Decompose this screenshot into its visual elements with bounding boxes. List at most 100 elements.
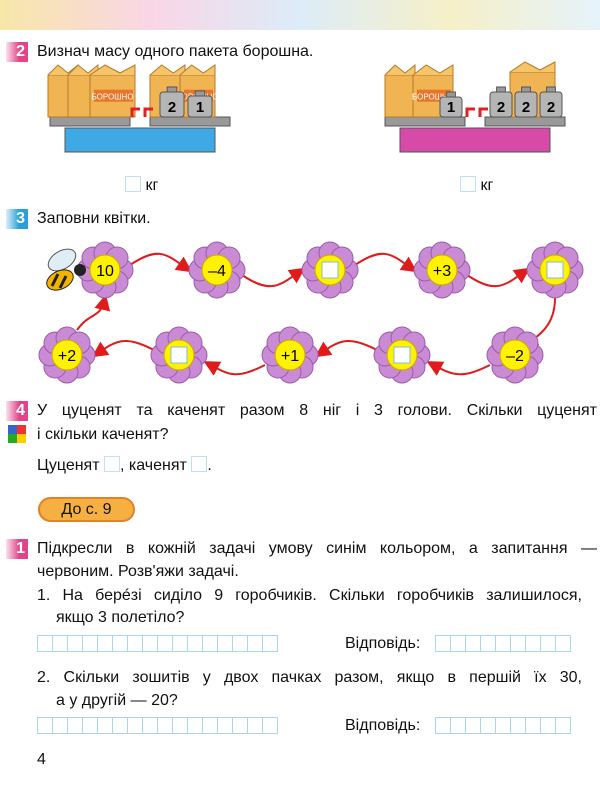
task-number-badge: 3 xyxy=(6,209,28,229)
grid-cell[interactable] xyxy=(157,717,173,734)
arrow xyxy=(314,339,378,358)
answer-right-mass: кг xyxy=(460,174,493,198)
grid-cell[interactable] xyxy=(52,635,68,652)
flower-value: +2 xyxy=(58,348,76,365)
grid-cell[interactable] xyxy=(525,635,541,652)
grid-cell[interactable] xyxy=(97,717,113,734)
grid-cell[interactable] xyxy=(555,635,571,652)
problem-2-line1: 2. Скільки зошитів у двох пачках разом, … xyxy=(37,669,582,686)
answer-box[interactable] xyxy=(460,176,476,192)
flower xyxy=(150,326,208,384)
grid-cell[interactable] xyxy=(540,635,556,652)
grid-cell[interactable] xyxy=(435,635,451,652)
grid-cell[interactable] xyxy=(187,717,203,734)
grid-cell[interactable] xyxy=(435,717,451,734)
grid-cell[interactable] xyxy=(262,717,278,734)
problem-1-line2: якщо 3 полетіло? xyxy=(56,609,185,626)
answer-grid[interactable] xyxy=(435,635,571,652)
grid-cell[interactable] xyxy=(525,717,541,734)
task-3-title: Заповни квітки. xyxy=(37,210,151,227)
task-2-title: Визнач масу одного пакета борошна. xyxy=(37,43,314,60)
arrow xyxy=(426,361,491,376)
weight-2kg: 2 xyxy=(539,86,563,118)
grid-cell[interactable] xyxy=(480,635,496,652)
answer-box-puppies[interactable] xyxy=(104,456,120,472)
flower: +2 xyxy=(38,326,96,384)
grid-cell[interactable] xyxy=(450,717,466,734)
answer-box[interactable] xyxy=(170,346,188,364)
grid-cell[interactable] xyxy=(82,635,98,652)
flower: –2 xyxy=(486,326,544,384)
grid-cell[interactable] xyxy=(465,635,481,652)
grid-cell[interactable] xyxy=(450,635,466,652)
solution-grid[interactable] xyxy=(37,635,278,652)
page-number: 4 xyxy=(37,751,46,768)
grid-cell[interactable] xyxy=(172,635,188,652)
grid-cell[interactable] xyxy=(37,635,53,652)
weight-2kg: 2 xyxy=(489,86,513,118)
grid-cell[interactable] xyxy=(540,717,556,734)
grid-cell[interactable] xyxy=(262,635,278,652)
task-4-line1: У цуценят та каченят разом 8 ніг і 3 гол… xyxy=(37,402,597,419)
answer-box[interactable] xyxy=(125,176,141,192)
scale xyxy=(384,116,566,153)
grid-cell[interactable] xyxy=(465,717,481,734)
grid-cell[interactable] xyxy=(52,717,68,734)
grid-cell[interactable] xyxy=(510,635,526,652)
svg-text:2: 2 xyxy=(547,99,555,116)
grid-cell[interactable] xyxy=(480,717,496,734)
grid-cell[interactable] xyxy=(82,717,98,734)
grid-cell[interactable] xyxy=(112,635,128,652)
grid-cell[interactable] xyxy=(97,635,113,652)
flower: –4 xyxy=(188,241,246,299)
answer-label: Відповідь: xyxy=(345,717,421,734)
grid-cell[interactable] xyxy=(247,635,263,652)
section-pill: До с. 9 xyxy=(38,497,135,522)
answer-box-ducklings[interactable] xyxy=(191,456,208,472)
bee-icon xyxy=(46,248,86,291)
svg-text:1: 1 xyxy=(196,99,204,116)
flower: 10 xyxy=(76,241,134,299)
grid-cell[interactable] xyxy=(187,635,203,652)
grid-cell[interactable] xyxy=(232,635,248,652)
weight-2kg: 2 xyxy=(514,86,538,118)
answer-box[interactable] xyxy=(393,346,411,364)
answer-box[interactable] xyxy=(321,261,339,279)
grid-cell[interactable] xyxy=(142,635,158,652)
answer-box[interactable] xyxy=(546,261,564,279)
grid-cell[interactable] xyxy=(555,717,571,734)
task-4-answer: Цуценят , каченят . xyxy=(37,454,212,478)
grid-cell[interactable] xyxy=(37,717,53,734)
grid-cell[interactable] xyxy=(142,717,158,734)
grid-cell[interactable] xyxy=(495,635,511,652)
flower xyxy=(526,241,584,299)
answer-grid[interactable] xyxy=(435,717,571,734)
grid-cell[interactable] xyxy=(510,717,526,734)
grid-cell[interactable] xyxy=(217,717,233,734)
grid-cell[interactable] xyxy=(232,717,248,734)
grid-cell[interactable] xyxy=(172,717,188,734)
grid-cell[interactable] xyxy=(127,717,143,734)
task-number-badge: 1 xyxy=(6,539,28,559)
grid-cell[interactable] xyxy=(495,717,511,734)
solution-grid[interactable] xyxy=(37,717,278,734)
grid-cell[interactable] xyxy=(157,635,173,652)
decorative-header-band xyxy=(0,0,600,30)
task-number-badge: 4 xyxy=(6,401,28,421)
grid-cell[interactable] xyxy=(127,635,143,652)
scale-pointer xyxy=(130,107,153,117)
arrow xyxy=(129,252,193,273)
grid-cell[interactable] xyxy=(112,717,128,734)
flower-value: –4 xyxy=(208,263,226,280)
task-number-badge: 2 xyxy=(6,42,28,62)
grid-cell[interactable] xyxy=(67,635,83,652)
grid-cell[interactable] xyxy=(247,717,263,734)
svg-text:1: 1 xyxy=(447,99,455,116)
grid-cell[interactable] xyxy=(67,717,83,734)
arrow xyxy=(203,361,266,376)
grid-cell[interactable] xyxy=(217,635,233,652)
svg-text:БОРОШНО: БОРОШНО xyxy=(91,93,133,102)
grid-cell[interactable] xyxy=(202,635,218,652)
flour-bag xyxy=(384,63,416,118)
grid-cell[interactable] xyxy=(202,717,218,734)
